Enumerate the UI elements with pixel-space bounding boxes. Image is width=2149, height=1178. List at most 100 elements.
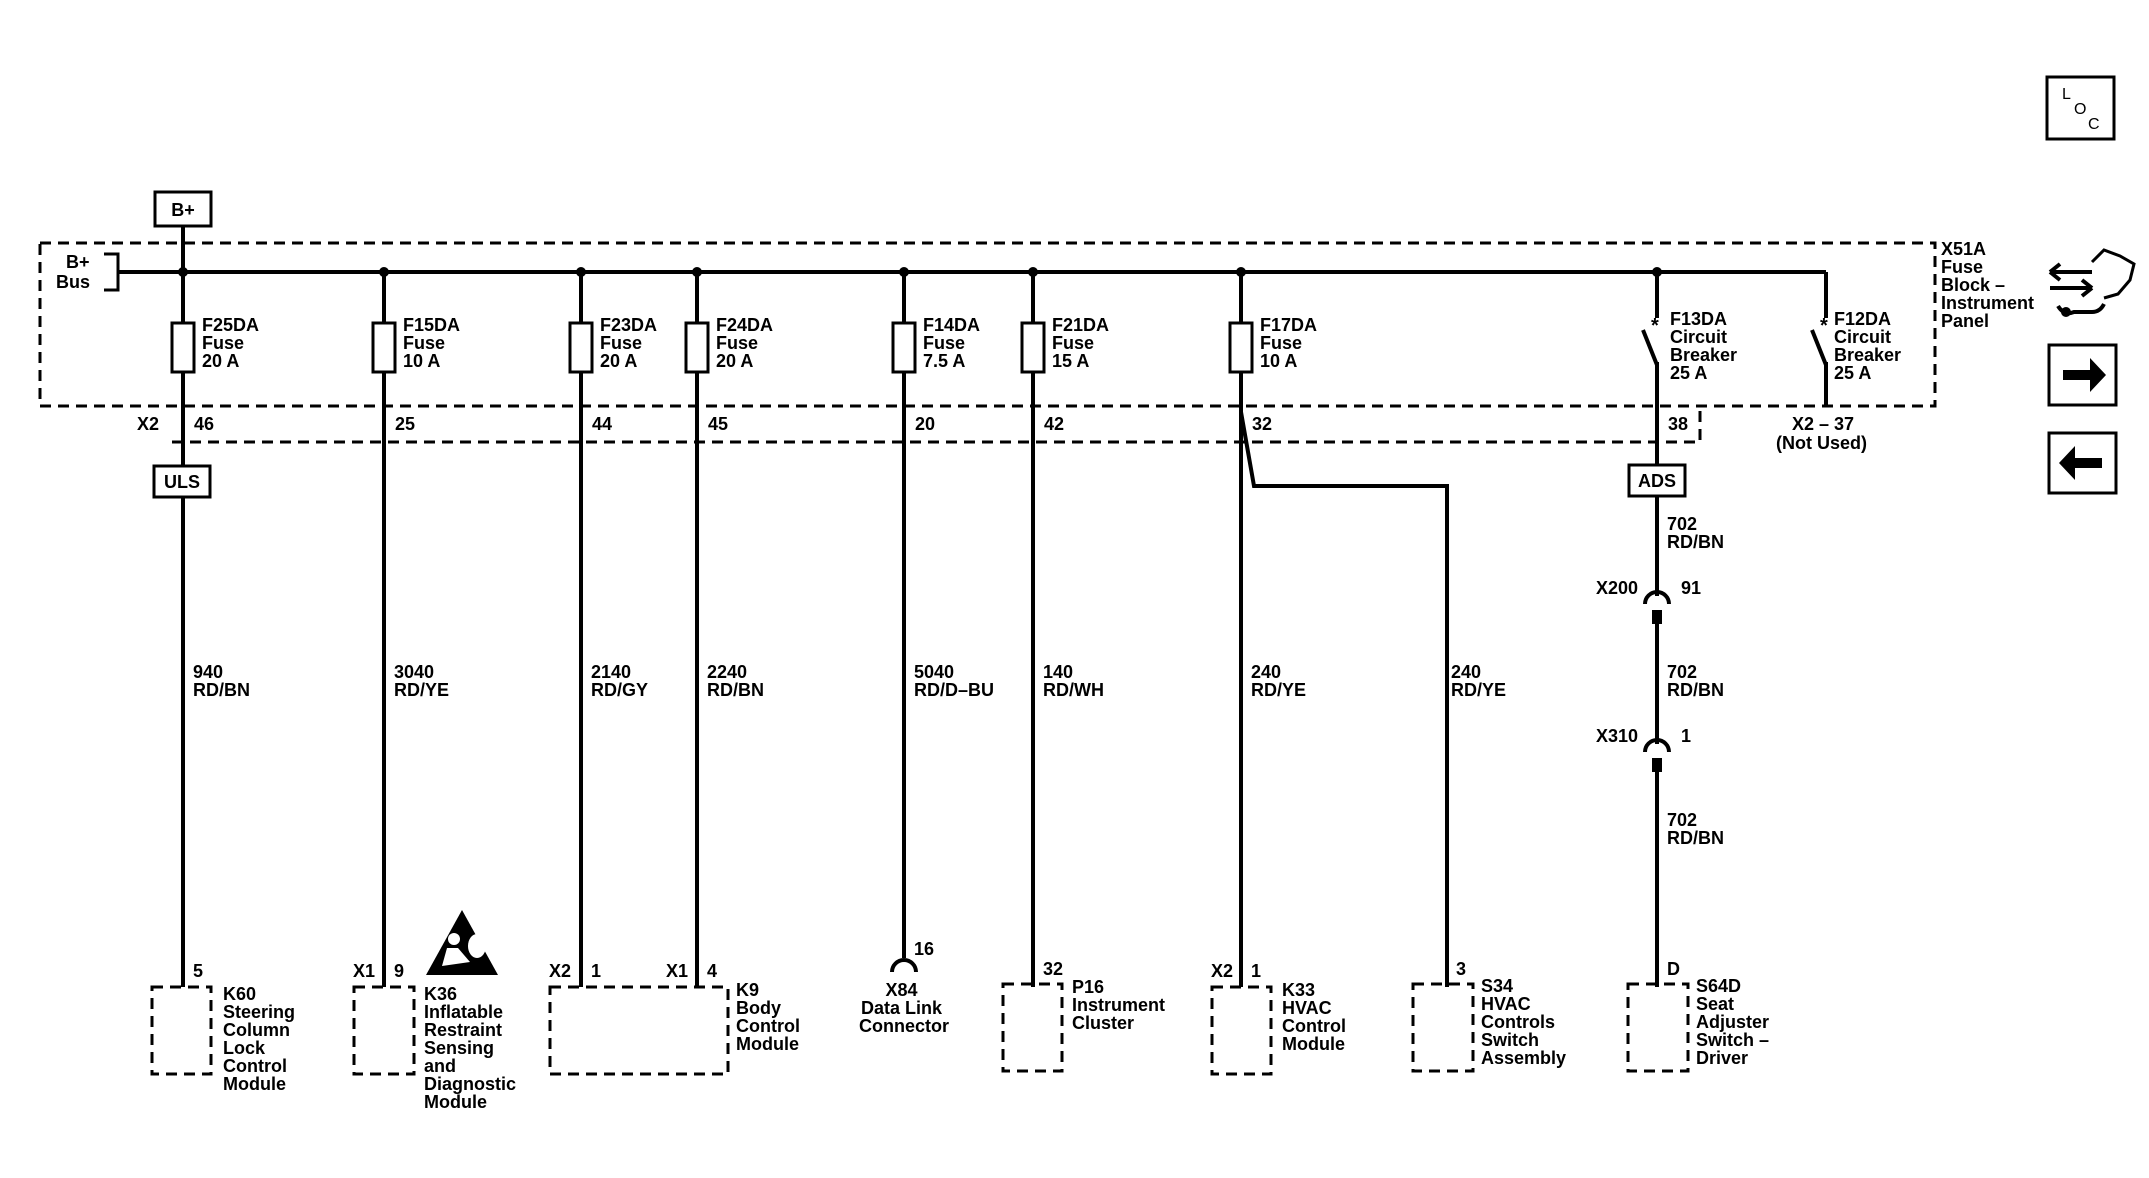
component-k9-pin2: 4 <box>707 961 717 981</box>
splice-uls-label: ULS <box>164 472 200 492</box>
bus-bracket <box>104 252 120 292</box>
fuse-rating-f24da: 20 A <box>716 351 753 371</box>
circuit-2140-color: RD/GY <box>591 680 648 700</box>
breaker-f13da-mark: * <box>1651 315 1659 337</box>
pin-38: 38 <box>1668 414 1688 434</box>
inline-connector-x200 <box>1643 590 1671 605</box>
fuse-type-f21da: Fuse <box>1052 333 1094 353</box>
breaker-f12da-rating: 25 A <box>1834 363 1871 383</box>
fuse-symbol-f23da <box>568 321 594 374</box>
component-k36-box <box>352 985 416 1076</box>
circuit-940-num: 940 <box>193 662 223 682</box>
fuse-name-f23da: F23DA <box>600 315 657 335</box>
component-k36-pin: 9 <box>394 961 404 981</box>
fuse-type-f23da: Fuse <box>600 333 642 353</box>
component-s64d-box <box>1626 982 1690 1073</box>
component-p16-pin: 32 <box>1043 959 1063 979</box>
fuse-rating-f25da: 20 A <box>202 351 239 371</box>
fuse-block-label-5: Panel <box>1941 311 1989 331</box>
fuse-type-f14da: Fuse <box>923 333 965 353</box>
arrow-right-icon[interactable] <box>2047 343 2118 407</box>
fuse-name-f17da: F17DA <box>1260 315 1317 335</box>
inline-connector-x310-pin <box>1652 758 1662 772</box>
component-k33-conn: X2 <box>1211 961 1233 981</box>
fuse-rating-f23da: 20 A <box>600 351 637 371</box>
data-link-connector-symbol <box>890 958 918 973</box>
circuit-240b-num: 240 <box>1451 662 1481 682</box>
x2-connector-outline <box>172 410 1702 444</box>
fuse-name-f14da: F14DA <box>923 315 980 335</box>
component-s34-label: S34 HVAC Controls Switch Assembly <box>1481 976 1566 1068</box>
splice-ads <box>1627 463 1687 498</box>
loc-letter-l: L <box>2062 86 2071 103</box>
fuse-block-label-3: Block – <box>1941 275 2005 295</box>
pin-42: 42 <box>1044 414 1064 434</box>
fuse-type-f24da: Fuse <box>716 333 758 353</box>
splice-uls <box>152 464 212 499</box>
fuse-symbol-f15da <box>371 321 397 374</box>
component-x84-label: X84 Data Link Connector <box>859 980 949 1036</box>
pin-46: 46 <box>194 414 214 434</box>
circuit-2240-color: RD/BN <box>707 680 764 700</box>
connector-exchange-icon[interactable] <box>2048 248 2136 317</box>
circuit-wires <box>181 411 1659 987</box>
not-used-label-2: (Not Used) <box>1776 433 1867 453</box>
loc-letter-c: C <box>2088 116 2100 133</box>
not-used-label-1: X2 – 37 <box>1792 414 1854 434</box>
component-k36-label: K36 Inflatable Restraint Sensing and Dia… <box>424 984 521 1112</box>
fuse-name-f15da: F15DA <box>403 315 460 335</box>
component-k60-box <box>150 985 213 1076</box>
circuit-3040-color: RD/YE <box>394 680 449 700</box>
fuse-rating-f15da: 10 A <box>403 351 440 371</box>
inline-connector-x200-pin-label: 91 <box>1681 578 1701 598</box>
bus-label-1: B+ <box>66 252 90 272</box>
circuit-702-color-2: RD/BN <box>1667 680 1724 700</box>
inline-connector-x200-name: X200 <box>1596 578 1638 598</box>
fuse-rating-f17da: 10 A <box>1260 351 1297 371</box>
fuse-block-label-4: Instrument <box>1941 293 2034 313</box>
circuit-3040-num: 3040 <box>394 662 434 682</box>
power-source-label: B+ <box>171 200 195 220</box>
inline-connector-x200-pin <box>1652 610 1662 624</box>
inline-connector-x310-name: X310 <box>1596 726 1638 746</box>
breaker-f13da-switch <box>1641 329 1659 366</box>
component-k33-pin: 1 <box>1251 961 1261 981</box>
fuse-symbol-f21da <box>1020 321 1046 374</box>
loc-button[interactable]: L O C <box>2045 75 2116 141</box>
component-s34-pin: 3 <box>1456 959 1466 979</box>
fuse-type-f15da: Fuse <box>403 333 445 353</box>
breaker-f13da-line3: Breaker <box>1670 345 1737 365</box>
fuse-block-label-2: Fuse <box>1941 257 1983 277</box>
component-k9-conn2: X1 <box>666 961 688 981</box>
fuse-rating-f14da: 7.5 A <box>923 351 965 371</box>
component-k60-label: K60 Steering Column Lock Control Module <box>223 984 300 1094</box>
component-k33-label: K33 HVAC Control Module <box>1282 980 1351 1054</box>
fuse-type-f25da: Fuse <box>202 333 244 353</box>
breaker-f12da-line2: Circuit <box>1834 327 1891 347</box>
arrow-left-icon[interactable] <box>2047 431 2118 495</box>
circuit-702-num-2: 702 <box>1667 662 1697 682</box>
inline-connector-x310 <box>1643 738 1671 753</box>
fuse-rating-f21da: 15 A <box>1052 351 1089 371</box>
fuse-group <box>181 272 1243 416</box>
fuse-block-label-1: X51A <box>1941 239 1986 259</box>
component-x84-pin: 16 <box>914 939 934 959</box>
component-k9-label: K9 Body Control Module <box>736 980 805 1054</box>
airbag-warning-icon <box>426 910 498 975</box>
component-k9-box <box>548 985 730 1076</box>
bus-label-2: Bus <box>56 272 90 292</box>
loc-letter-o: O <box>2074 101 2086 118</box>
component-k36-conn: X1 <box>353 961 375 981</box>
breaker-f12da-name: F12DA <box>1834 309 1891 329</box>
breaker-f13da-line2: Circuit <box>1670 327 1727 347</box>
pin-25: 25 <box>395 414 415 434</box>
circuit-5040-num: 5040 <box>914 662 954 682</box>
x2-connector-label: X2 <box>137 414 159 434</box>
splice-ads-label: ADS <box>1638 471 1676 491</box>
pin-44: 44 <box>592 414 612 434</box>
circuit-702-color-3: RD/BN <box>1667 828 1724 848</box>
bus-junction-dots <box>178 267 1662 277</box>
fuse-name-f21da: F21DA <box>1052 315 1109 335</box>
circuit-702-num-3: 702 <box>1667 810 1697 830</box>
